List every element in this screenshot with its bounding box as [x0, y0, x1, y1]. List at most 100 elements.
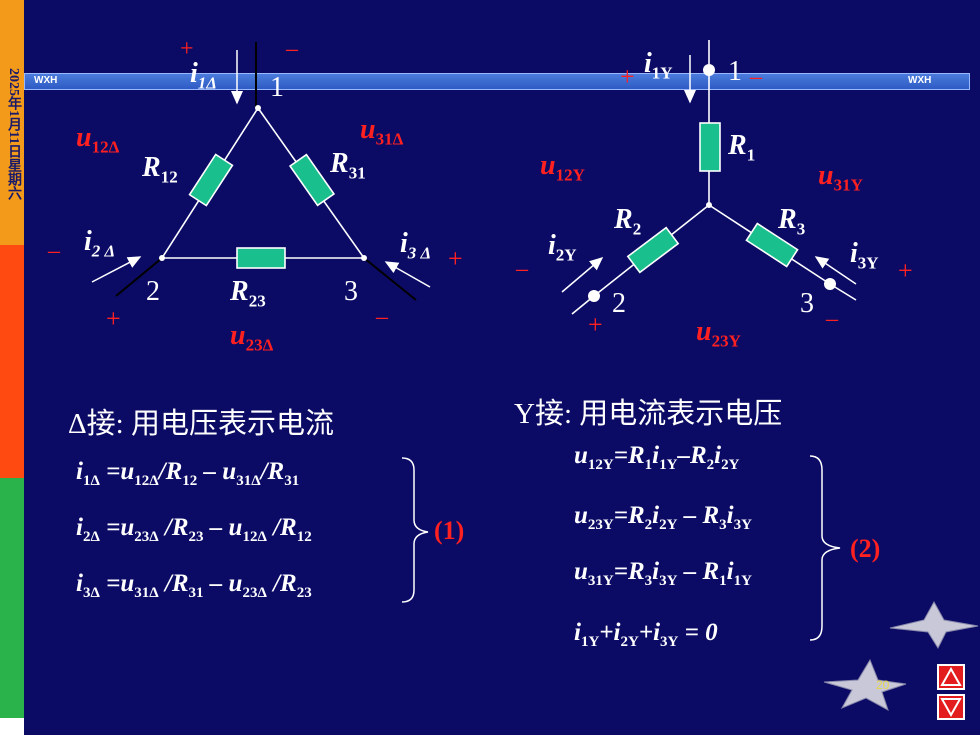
- delta-plus-bottom: +: [106, 304, 121, 333]
- equation-term: i: [726, 502, 734, 529]
- equation-term: 2: [644, 517, 653, 533]
- delta-minus-top: –: [286, 36, 298, 62]
- equation-term: 1Y: [733, 573, 752, 589]
- star-icon: [889, 600, 979, 650]
- resistor-R2: [626, 226, 680, 274]
- equation-term: 3Y: [733, 517, 752, 533]
- equation-term: /R: [158, 514, 189, 541]
- equation-term: 23Δ: [134, 529, 159, 545]
- label-i1-delta: i1Δ: [190, 58, 217, 93]
- equation-term: u: [574, 502, 588, 529]
- equation-term: 23: [296, 585, 312, 601]
- equation-term: 3Δ: [82, 585, 100, 601]
- equation-term: =R: [613, 558, 645, 585]
- delta-network: [91, 42, 431, 301]
- equation-term: 1: [644, 457, 653, 473]
- equation-term: 31Y: [587, 573, 614, 589]
- delta-lead-3: [363, 257, 417, 301]
- label-R3: R3: [778, 204, 806, 239]
- equation-term: – u: [197, 458, 237, 485]
- equation-term: 12: [182, 473, 198, 489]
- equation-number-1: (1): [434, 516, 465, 545]
- equation-term: 12Y: [587, 457, 614, 473]
- sidebar-red-band: [0, 245, 24, 478]
- label-R31: R31: [330, 148, 366, 183]
- equation-term: i: [652, 442, 660, 469]
- equation-term: i: [652, 502, 660, 529]
- wye-plus-right: +: [898, 256, 913, 285]
- label-i1-wye: i1Y: [644, 48, 673, 83]
- equation-term: +i: [599, 619, 621, 646]
- delta-plus-right: +: [448, 244, 463, 273]
- label-i3-delta: i3 Δ: [400, 228, 432, 263]
- label-R2: R2: [614, 204, 642, 239]
- label-u23-delta: u23Δ: [230, 320, 274, 355]
- delta-node-3-label: 3: [344, 276, 358, 307]
- wye-minus-left: –: [516, 256, 528, 282]
- resistor-R23: [236, 247, 286, 269]
- equation-term: /R: [260, 458, 285, 485]
- equation-term: i: [714, 442, 722, 469]
- resistor-R1: [699, 122, 721, 172]
- wye-plus-bottom: +: [588, 310, 603, 339]
- equation-line: i3Δ =u31Δ /R31 – u23Δ /R23: [76, 570, 312, 602]
- equation-term: u: [574, 558, 588, 585]
- delta-lead-2: [115, 257, 163, 297]
- wye-minus-bottom: –: [826, 306, 838, 332]
- equation-line: u23Y=R2i2Y – R3i3Y: [574, 502, 752, 534]
- sidebar-orange-band: [0, 0, 24, 245]
- equation-term: 2: [706, 457, 715, 473]
- brace-delta: [401, 457, 429, 603]
- delta-minus-left: –: [48, 238, 60, 264]
- equation-term: i: [76, 458, 83, 485]
- equation-term: 12Δ: [242, 529, 267, 545]
- down-triangle-icon: [940, 698, 962, 718]
- label-R1: R1: [728, 130, 756, 165]
- sidebar-green-band: [0, 478, 24, 718]
- equation-term: 3Y: [660, 634, 679, 650]
- delta-node-2: [159, 255, 165, 261]
- wye-plus-top: +: [620, 62, 635, 91]
- prev-slide-button[interactable]: [937, 664, 965, 690]
- wye-center-node: [706, 202, 712, 208]
- header-bar: [24, 73, 970, 90]
- up-triangle-icon: [940, 666, 962, 686]
- equation-term: i: [76, 570, 83, 597]
- star-icon: [823, 658, 907, 712]
- equation-term: 2Δ: [82, 529, 100, 545]
- delta-node-1-label: 1: [270, 72, 284, 103]
- delta-node-1: [255, 105, 261, 111]
- wye-heading: Y接: 用电流表示电压: [514, 398, 783, 430]
- equation-term: +i: [638, 619, 661, 646]
- equation-number-2: (2): [850, 534, 881, 563]
- wye-current-arrow-3: [814, 256, 857, 285]
- wye-lead-2: [571, 295, 595, 315]
- delta-current-arrow-3: [384, 261, 431, 288]
- equation-term: 2Y: [620, 634, 639, 650]
- equation-term: i: [76, 514, 83, 541]
- equation-term: =u: [99, 570, 135, 597]
- equation-term: 23: [188, 529, 204, 545]
- wye-network: [561, 40, 857, 315]
- delta-node-3: [361, 255, 367, 261]
- label-R12: R12: [142, 152, 178, 187]
- sidebar-white-band: [0, 718, 24, 735]
- equation-term: 3: [719, 517, 727, 533]
- next-slide-button[interactable]: [937, 694, 965, 720]
- equation-term: – R: [677, 502, 720, 529]
- equation-term: u: [574, 442, 588, 469]
- equation-term: 23Δ: [242, 585, 267, 601]
- delta-current-arrow-2: [91, 256, 142, 283]
- brace-wye: [809, 455, 841, 641]
- resistor-R31: [288, 153, 336, 207]
- equation-term: – u: [203, 514, 243, 541]
- sidebar-date: 2025年1月11日星期六: [6, 68, 21, 201]
- wye-current-arrow-2: [561, 257, 604, 293]
- equation-term: i: [574, 619, 581, 646]
- label-u12-wye: u12Y: [540, 150, 585, 185]
- equation-term: 3: [644, 573, 653, 589]
- equation-term: – u: [203, 570, 243, 597]
- equation-term: /R: [158, 458, 183, 485]
- label-u31-delta: u31Δ: [360, 114, 404, 149]
- equation-line: i1Δ =u12Δ/R12 – u31Δ/R31: [76, 458, 299, 490]
